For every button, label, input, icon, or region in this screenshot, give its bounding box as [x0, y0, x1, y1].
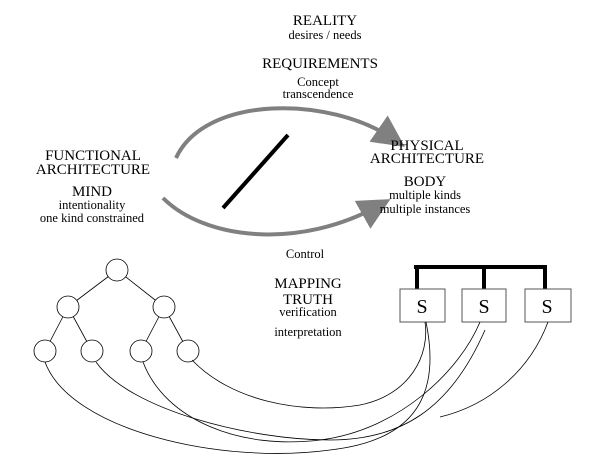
- slash-line: [221, 133, 290, 210]
- functional-title-1: FUNCTIONAL: [45, 148, 141, 164]
- mapping-curve: [439, 321, 549, 418]
- tree-node: [80, 339, 104, 363]
- multiple-kinds-label: multiple kinds: [389, 188, 461, 202]
- mapping-curves: [44, 321, 549, 454]
- mapping-curve: [95, 329, 486, 441]
- truth-label: TRUTH: [283, 292, 333, 308]
- tree-node: [152, 295, 176, 319]
- tree-node: [56, 295, 80, 319]
- upper-arrow: [174, 106, 405, 159]
- mapping-curve: [142, 321, 481, 443]
- concept-label: Concept: [297, 75, 339, 89]
- requirements-label: REQUIREMENTS: [262, 56, 378, 72]
- functional-title-2: ARCHITECTURE: [36, 162, 150, 178]
- system-box: S: [461, 288, 507, 323]
- physical-title-2: ARCHITECTURE: [370, 151, 484, 167]
- physical-title-1: PHYSICAL: [390, 138, 463, 154]
- interpretation-label: interpretation: [274, 325, 342, 339]
- transcendence-label: transcendence: [283, 87, 354, 101]
- body-label: BODY: [404, 174, 447, 190]
- multiple-instances-label: multiple instances: [380, 202, 471, 216]
- system-box: S: [524, 288, 572, 323]
- function-tree: [33, 258, 200, 363]
- intentionality-label: intentionality: [59, 198, 126, 212]
- one-kind-label: one kind constrained: [40, 211, 145, 225]
- mapping-curve: [44, 321, 431, 454]
- mapping-label: MAPPING: [274, 276, 342, 292]
- verification-label: verification: [279, 305, 337, 319]
- svg-text:S: S: [416, 296, 427, 318]
- control-label: Control: [286, 247, 325, 261]
- system-bus: [414, 265, 547, 289]
- tree-node: [176, 339, 200, 363]
- mind-label: MIND: [72, 184, 112, 200]
- lower-arrow: [161, 196, 391, 237]
- tree-node: [105, 258, 129, 282]
- svg-text:S: S: [541, 296, 552, 318]
- tree-node: [33, 339, 57, 363]
- tree-node: [129, 339, 153, 363]
- reality-label: REALITY: [293, 13, 357, 29]
- system-box: S: [399, 288, 446, 323]
- reality-sub-label: desires / needs: [289, 28, 362, 42]
- mapping-curve: [191, 321, 427, 409]
- svg-text:S: S: [478, 296, 489, 318]
